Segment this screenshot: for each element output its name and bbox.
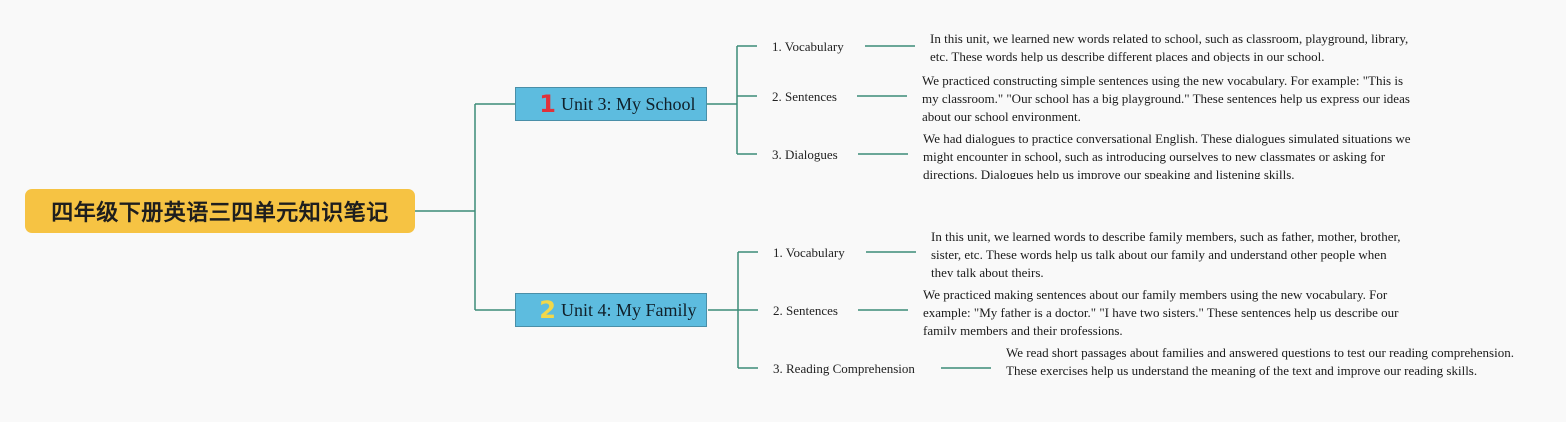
- connector-root-units: [415, 103, 515, 311]
- connector-unit3-topics: [707, 45, 757, 155]
- unit-node-unit3[interactable]: 1 Unit 3: My School: [515, 87, 707, 121]
- topic-note: We read short passages about families an…: [1006, 345, 1514, 378]
- connector-topic-note: [858, 251, 991, 369]
- connector-topic-note: [857, 45, 915, 155]
- number-two-icon: 2: [539, 296, 556, 324]
- unit-label: Unit 4: My Family: [561, 299, 697, 320]
- connector-unit4-topics: [708, 251, 758, 369]
- topic-note: In this unit, we learned words to descri…: [931, 229, 1401, 277]
- topic-note: In this unit, we learned new words relat…: [930, 31, 1409, 62]
- topic-node-sentences[interactable]: 2. Sentences: [773, 303, 838, 318]
- number-one-icon: 1: [539, 90, 556, 118]
- unit-node-unit4[interactable]: 2 Unit 4: My Family: [515, 293, 707, 327]
- topic-node-dialogues[interactable]: 3. Dialogues: [772, 147, 838, 162]
- topic-note: We had dialogues to practice conversatio…: [923, 131, 1411, 179]
- root-node[interactable]: 四年级下册英语三四单元知识笔记: [25, 189, 415, 233]
- topic-node-reading-comprehension[interactable]: 3. Reading Comprehension: [773, 361, 915, 376]
- topic-note: We practiced constructing simple sentenc…: [922, 73, 1410, 121]
- topic-node-sentences[interactable]: 2. Sentences: [772, 89, 837, 104]
- topic-node-vocabulary[interactable]: 1. Vocabulary: [773, 245, 845, 260]
- root-title: 四年级下册英语三四单元知识笔记: [51, 201, 389, 226]
- topic-note: We practiced making sentences about our …: [923, 287, 1399, 335]
- topic-node-vocabulary[interactable]: 1. Vocabulary: [772, 39, 844, 54]
- unit-label: Unit 3: My School: [561, 93, 696, 114]
